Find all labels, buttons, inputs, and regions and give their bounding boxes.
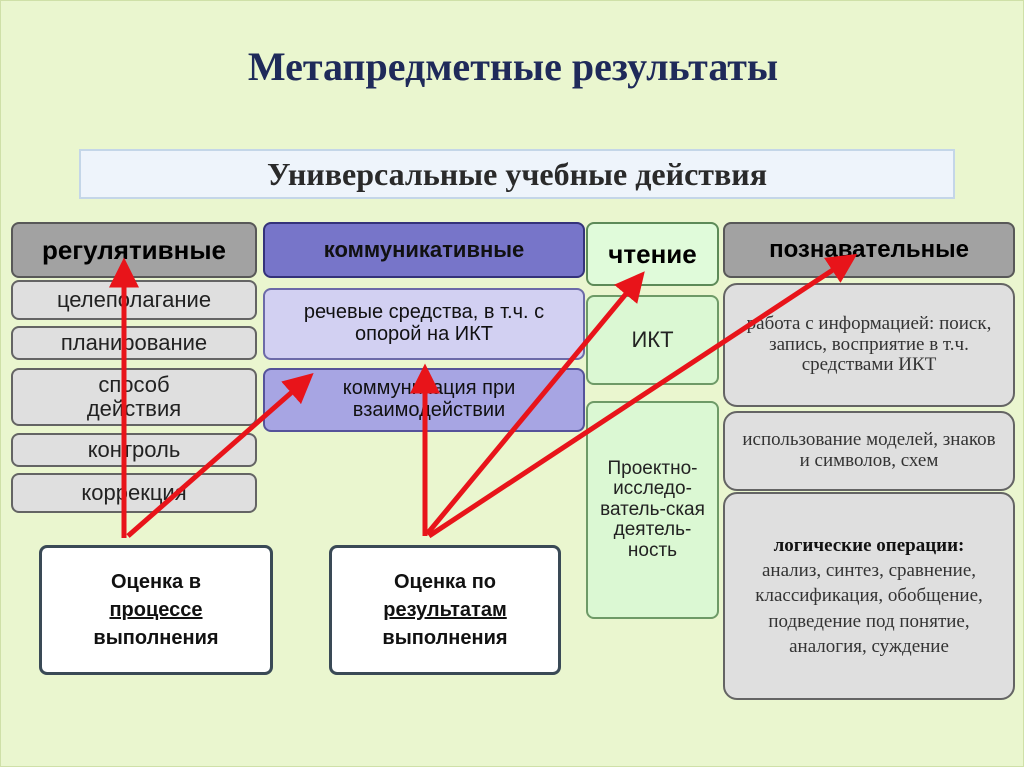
- item-interaction: коммуникация при взаимодействии: [263, 368, 585, 432]
- item-models-signs: использование моделей, знаков и символов…: [723, 411, 1015, 491]
- eval-result-box: Оценка по результатам выполнения: [329, 545, 561, 675]
- item-control: контроль: [11, 433, 257, 467]
- eval-process-line3: выполнения: [93, 627, 219, 649]
- eval-result-line2: результатам: [383, 599, 507, 621]
- page-title: Метапредметные результаты: [247, 44, 779, 89]
- logic-text: анализ, синтез, сравнение, классификация…: [755, 560, 983, 657]
- item-correction: коррекция: [11, 473, 257, 513]
- logic-heading: логические операции:: [773, 535, 965, 557]
- item-goal-setting: целеполагание: [11, 280, 257, 320]
- header-cognitive: познавательные: [723, 222, 1015, 278]
- header-communicative: коммуникативные: [263, 222, 585, 278]
- item-action-method: способ действия: [11, 368, 257, 426]
- item-logical-operations: логические операции: анализ, синтез, сра…: [723, 492, 1015, 700]
- header-reading: чтение: [586, 222, 719, 286]
- eval-process-line1: Оценка в: [110, 571, 202, 593]
- eval-process-line2: процессе: [109, 599, 203, 621]
- item-project-research: Проектно-исследо-ватель-ская деятель-нос…: [586, 401, 719, 619]
- item-ict: ИКТ: [586, 295, 719, 385]
- eval-process-box: Оценка в процессе выполнения: [39, 545, 273, 675]
- eval-result-line3: выполнения: [382, 627, 508, 649]
- item-speech-means: речевые средства, в т.ч. с опорой на ИКТ: [263, 288, 585, 360]
- item-information-work: работа с информацией: поиск, запись, вос…: [723, 283, 1015, 407]
- item-planning: планирование: [11, 326, 257, 360]
- subtitle-banner: Универсальные учебные действия: [79, 149, 955, 199]
- eval-result-line1: Оценка по: [393, 571, 497, 593]
- header-regulatory: регулятивные: [11, 222, 257, 278]
